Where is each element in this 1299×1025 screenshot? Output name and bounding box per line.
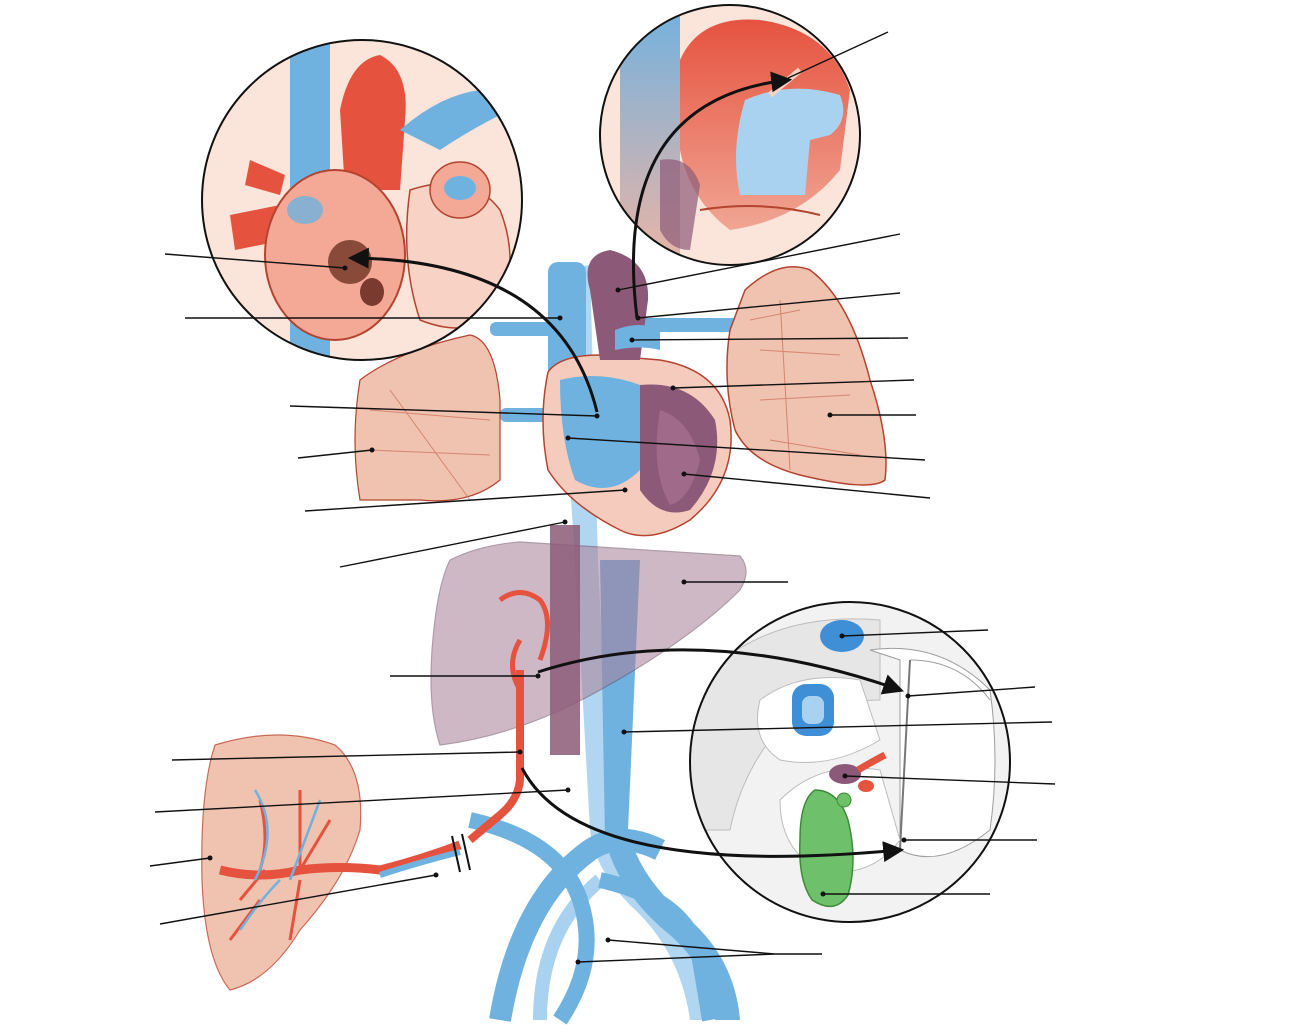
leader-line [171, 751, 521, 761]
leader-line [844, 775, 1056, 785]
arrow-to-heart-detail [347, 247, 599, 413]
leader-line [297, 449, 373, 459]
aorta-descending [550, 525, 580, 755]
heart-detail-circle [201, 39, 523, 361]
left-lung [726, 266, 887, 486]
leader-line [672, 379, 915, 389]
arrow-to-section-lower [520, 767, 905, 863]
leader-line [637, 292, 901, 319]
leader-line [631, 337, 909, 341]
leader-line [289, 405, 598, 417]
leader-line [841, 629, 989, 637]
cross-section-circle [689, 601, 1011, 923]
leader-line [567, 437, 926, 461]
leader-line [907, 686, 1036, 697]
leader-line [683, 473, 931, 499]
leader-line [623, 721, 1053, 733]
leader-line [164, 253, 346, 269]
arrow-to-aorta-detail [632, 71, 793, 319]
leader-line [617, 233, 901, 291]
spleen [201, 734, 471, 991]
leader-dots [207, 265, 911, 965]
leader-line [339, 521, 566, 568]
leader-lines [149, 31, 1056, 963]
portal-vein [467, 670, 524, 844]
arrow-to-section-upper [537, 648, 904, 695]
aorta-detail-circle [599, 4, 861, 266]
leader-line [304, 489, 626, 512]
leader-line [154, 789, 569, 813]
leader-line [149, 857, 211, 867]
leader-line [159, 874, 437, 925]
leader-line [787, 31, 889, 79]
